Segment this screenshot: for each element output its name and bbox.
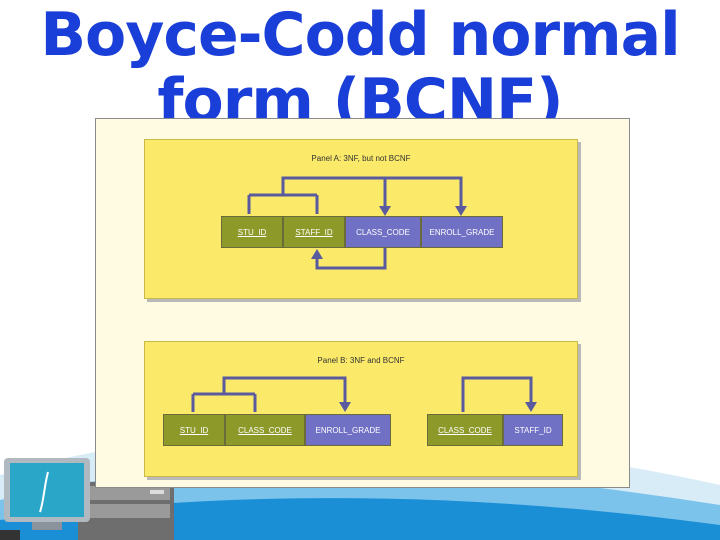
- attribute-class-code: CLASS_CODE: [427, 414, 503, 446]
- attribute-enroll-grade: ENROLL_GRADE: [305, 414, 391, 446]
- attribute-class-code: CLASS_CODE: [225, 414, 305, 446]
- panel-a-dependency-arrows: [247, 176, 467, 270]
- title-line-1: Boyce-Codd normal: [40, 0, 680, 70]
- attribute-stu-id: STU_ID: [163, 414, 225, 446]
- slide-title: Boyce-Codd normal form (BCNF): [0, 2, 720, 134]
- panel-a-title: Panel A: 3NF, but not BCNF: [311, 154, 411, 163]
- panel-a: Panel A: 3NF, but not BCNF STU_ID STAFF_…: [144, 139, 578, 299]
- attribute-stu-id: STU_ID: [221, 216, 283, 248]
- computer-icon: [0, 458, 174, 540]
- attribute-staff-id: STAFF_ID: [283, 216, 345, 248]
- bcnf-figure: Panel A: 3NF, but not BCNF STU_ID STAFF_…: [95, 118, 630, 488]
- panel-b-dependency-arrows: [191, 376, 537, 412]
- panel-b: Panel B: 3NF and BCNF STU_ID CLASS_CODE …: [144, 341, 578, 477]
- panel-b-title: Panel B: 3NF and BCNF: [317, 356, 405, 365]
- attribute-class-code: CLASS_CODE: [345, 216, 421, 248]
- attribute-staff-id: STAFF_ID: [503, 414, 563, 446]
- attribute-enroll-grade: ENROLL_GRADE: [421, 216, 503, 248]
